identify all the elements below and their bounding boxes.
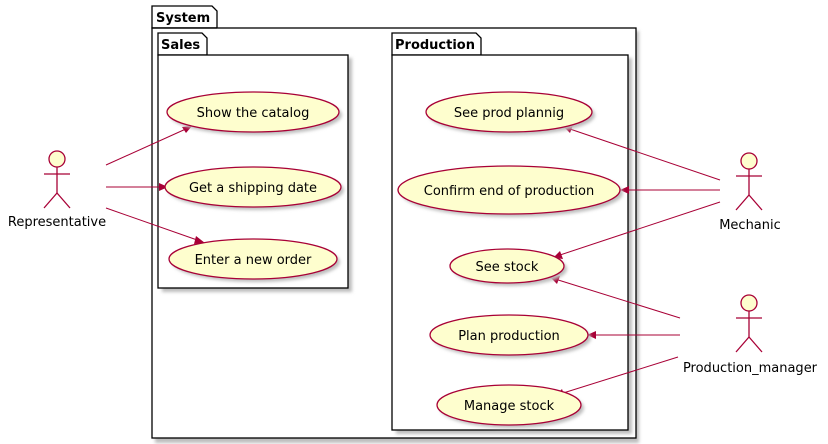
usecase-shipping-date: Get a shipping date <box>164 166 344 210</box>
actor-production-manager-label: Production_manager <box>683 361 818 376</box>
package-sales-label: Sales <box>161 38 200 53</box>
actor-mechanic-label: Mechanic <box>719 218 781 233</box>
usecase-plan-production: Plan production <box>429 314 591 358</box>
arrowhead <box>194 236 205 244</box>
usecase-prod-planning: See prod plannig <box>425 91 595 135</box>
package-production-label: Production <box>395 38 475 53</box>
arrowhead <box>159 183 168 191</box>
usecase-new-order-label: Enter a new order <box>195 253 312 268</box>
arrowhead <box>182 126 192 133</box>
usecase-show-catalog: Show the catalog <box>166 91 342 135</box>
edge-mechanic-stock <box>556 201 721 257</box>
edge-manager-manage <box>559 356 679 395</box>
package-system-label: System <box>156 11 210 26</box>
edge-manager-stock <box>554 278 681 319</box>
actor-representative-icon <box>43 150 71 209</box>
usecase-see-stock-label: See stock <box>476 260 539 275</box>
edge-representative-catalog <box>105 127 189 166</box>
actor-mechanic: Mechanic <box>719 152 781 233</box>
usecase-confirm-end: Confirm end of production <box>397 165 623 217</box>
usecase-prod-planning-label: See prod plannig <box>454 106 564 121</box>
actor-representative-label: Representative <box>8 215 106 230</box>
actor-production-manager: Production_manager <box>683 294 818 376</box>
arrowhead <box>587 331 596 339</box>
edge-mechanic-planning <box>566 127 721 181</box>
usecase-new-order: Enter a new order <box>168 238 340 282</box>
actor-representative: Representative <box>8 150 106 230</box>
actor-mechanic-icon <box>735 152 763 211</box>
usecase-confirm-end-label: Confirm end of production <box>424 184 594 199</box>
arrowhead <box>620 186 629 194</box>
usecase-manage-stock-label: Manage stock <box>464 399 555 414</box>
actor-production-manager-icon <box>735 294 763 353</box>
usecase-plan-production-label: Plan production <box>458 329 560 344</box>
usecase-show-catalog-label: Show the catalog <box>197 106 310 121</box>
usecase-manage-stock: Manage stock <box>436 384 584 428</box>
edge-representative-order <box>105 207 201 242</box>
usecase-see-stock: See stock <box>449 248 567 286</box>
usecase-shipping-date-label: Get a shipping date <box>189 181 317 196</box>
